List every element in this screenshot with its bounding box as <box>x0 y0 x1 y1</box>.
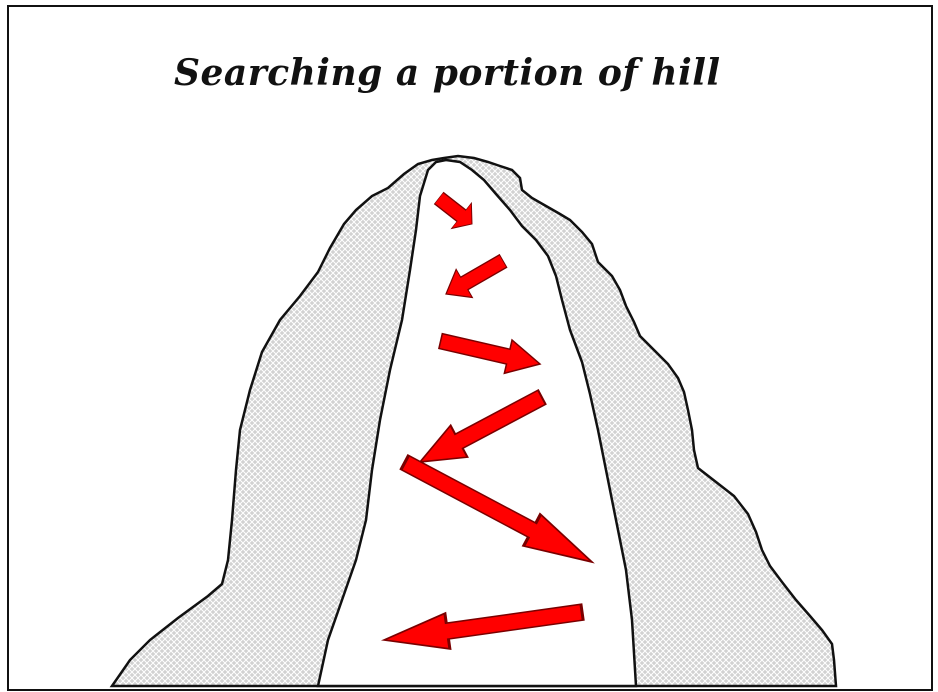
diagram-title: Searching a portion of hill <box>174 52 721 94</box>
